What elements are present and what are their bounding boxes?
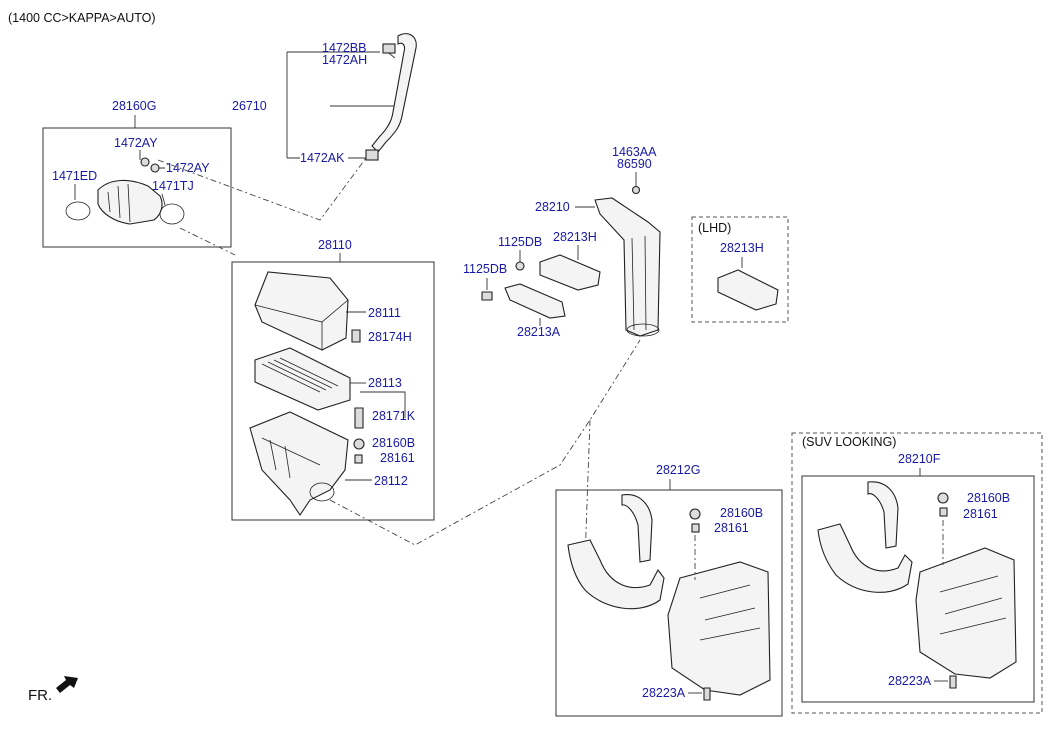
breather-hose-group: 1472BB 1472AH 26710 1472AK	[232, 33, 417, 165]
clip-28223A-s[interactable]	[949, 675, 957, 689]
intake-hose-box	[42, 127, 232, 248]
part-label-28161-s[interactable]: 28161	[963, 507, 998, 521]
part-label-28161-r[interactable]: 28161	[714, 521, 749, 535]
bushing-28160B[interactable]	[353, 438, 365, 450]
connector-cleaner-resonator	[329, 339, 641, 546]
suv-looking-group: (SUV LOOKING) 28210F 28160B 28161 28223A	[791, 432, 1043, 714]
part-label-28110[interactable]: 28110	[318, 238, 352, 252]
part-label-1471ED[interactable]: 1471ED	[52, 169, 97, 183]
bracket-28213H-lhd[interactable]	[717, 269, 779, 311]
bushing-28160B-s[interactable]	[937, 492, 949, 504]
collar-28161-r[interactable]	[691, 523, 700, 533]
intake-duct-group: 1463AA 86590 28210 1125DB 28213H 1125DB …	[463, 145, 661, 339]
suv-looking-title: (SUV LOOKING)	[802, 435, 896, 449]
bracket-28213A[interactable]	[504, 283, 566, 319]
air-cleaner-group: 28110 28111 28174H 28113 28171K 28160B 2…	[231, 238, 435, 521]
suv-resonator-pipe[interactable]	[867, 481, 899, 549]
breather-hose[interactable]	[371, 33, 417, 153]
hose-clamp-upper[interactable]	[382, 43, 396, 54]
part-label-28160B-s[interactable]: 28160B	[967, 491, 1010, 505]
resonator-duct[interactable]	[567, 539, 665, 610]
bolt-28171K[interactable]	[354, 407, 364, 429]
suv-resonator-duct[interactable]	[817, 523, 913, 593]
suv-looking-outer-box	[791, 432, 1043, 714]
bracket-28213H[interactable]	[539, 254, 601, 291]
part-label-28160B[interactable]: 28160B	[372, 436, 415, 450]
part-label-26710[interactable]: 26710	[232, 99, 267, 113]
connector-hose-cleaner	[179, 227, 236, 256]
bolt-1125DB-a[interactable]	[515, 261, 525, 271]
part-label-28213H-lhd[interactable]: 28213H	[720, 241, 764, 255]
part-label-1472AY-a[interactable]: 1472AY	[114, 136, 158, 150]
part-label-28171K[interactable]: 28171K	[372, 409, 416, 423]
part-label-28210F[interactable]: 28210F	[898, 452, 941, 466]
part-label-1472AY-b[interactable]: 1472AY	[166, 161, 210, 175]
part-label-28213H[interactable]: 28213H	[553, 230, 597, 244]
lhd-group: (LHD) 28213H	[691, 216, 789, 323]
air-cleaner-cover[interactable]	[254, 271, 349, 351]
collar-28161[interactable]	[354, 454, 363, 464]
part-label-28223A[interactable]: 28223A	[642, 686, 686, 700]
lhd-title: (LHD)	[698, 221, 731, 235]
part-label-1125DB-b[interactable]: 1125DB	[463, 262, 507, 276]
part-label-1472BB[interactable]: 1472BB	[322, 41, 366, 55]
resonator-group: 28212G 28160B 28161 28223A	[555, 463, 783, 717]
part-label-28111[interactable]: 28111	[368, 306, 401, 320]
clip-28223A[interactable]	[703, 687, 711, 701]
part-label-28174H[interactable]: 28174H	[368, 330, 412, 344]
front-indicator: FR.	[28, 676, 78, 704]
intake-hose-group: 28160G 1472AY 1472AY 1471ED 1471TJ	[42, 99, 232, 248]
part-label-1472AK[interactable]: 1472AK	[300, 151, 345, 165]
part-label-28210[interactable]: 28210	[535, 200, 570, 214]
front-arrow-icon	[56, 676, 78, 693]
part-label-28223A-s[interactable]: 28223A	[888, 674, 932, 688]
intake-duct-28210[interactable]	[594, 197, 661, 337]
air-cleaner-body[interactable]	[249, 411, 349, 516]
bolt-1472AY-b[interactable]	[150, 163, 160, 173]
bolt-1472AY-a[interactable]	[140, 157, 150, 167]
part-label-1472AH[interactable]: 1472AH	[322, 53, 367, 67]
air-cleaner-box	[231, 261, 435, 521]
part-label-86590[interactable]: 86590	[617, 157, 652, 171]
nut-1463AA[interactable]	[631, 185, 641, 195]
part-label-28212G[interactable]: 28212G	[656, 463, 700, 477]
lhd-box	[691, 216, 789, 323]
connector-hose-breather	[157, 157, 367, 221]
clip-28174H[interactable]	[351, 329, 361, 343]
bushing-28160B-r[interactable]	[689, 508, 701, 520]
part-label-28213A[interactable]: 28213A	[517, 325, 561, 339]
suv-resonator-body[interactable]	[915, 547, 1017, 679]
hose-clamp-left[interactable]	[65, 201, 91, 221]
part-label-1125DB-a[interactable]: 1125DB	[498, 235, 542, 249]
hose-clamp-lower[interactable]	[365, 149, 379, 161]
part-label-1463AA[interactable]: 1463AA	[612, 145, 657, 159]
page-title: (1400 CC>KAPPA>AUTO)	[8, 11, 156, 25]
resonator-pipe[interactable]	[621, 494, 653, 563]
part-label-28161[interactable]: 28161	[380, 451, 415, 465]
part-label-28160G[interactable]: 28160G	[112, 99, 156, 113]
bolt-1125DB-b[interactable]	[481, 291, 493, 301]
hose-clamp-right[interactable]	[159, 203, 185, 225]
front-label: FR.	[28, 687, 52, 704]
part-label-28113[interactable]: 28113	[368, 376, 402, 390]
collar-28161-s[interactable]	[939, 507, 948, 517]
resonator-box	[555, 489, 783, 717]
resonator-body[interactable]	[667, 561, 771, 696]
part-label-1471TJ[interactable]: 1471TJ	[152, 179, 194, 193]
suv-looking-inner-box	[801, 475, 1035, 703]
part-label-28112[interactable]: 28112	[374, 474, 408, 488]
part-label-28160B-r[interactable]: 28160B	[720, 506, 763, 520]
